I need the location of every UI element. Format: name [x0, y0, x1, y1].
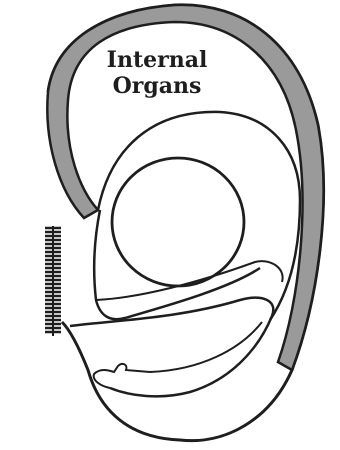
- hand-figure: [94, 322, 262, 388]
- concha-circle: [112, 158, 244, 286]
- lower-fold: [96, 261, 283, 300]
- label-organs: Organs: [102, 74, 212, 98]
- label-internal: Internal: [102, 48, 212, 72]
- spine-ladder: [45, 226, 61, 336]
- antihelix-outline: [98, 112, 300, 320]
- antitragus-fold: [94, 210, 260, 319]
